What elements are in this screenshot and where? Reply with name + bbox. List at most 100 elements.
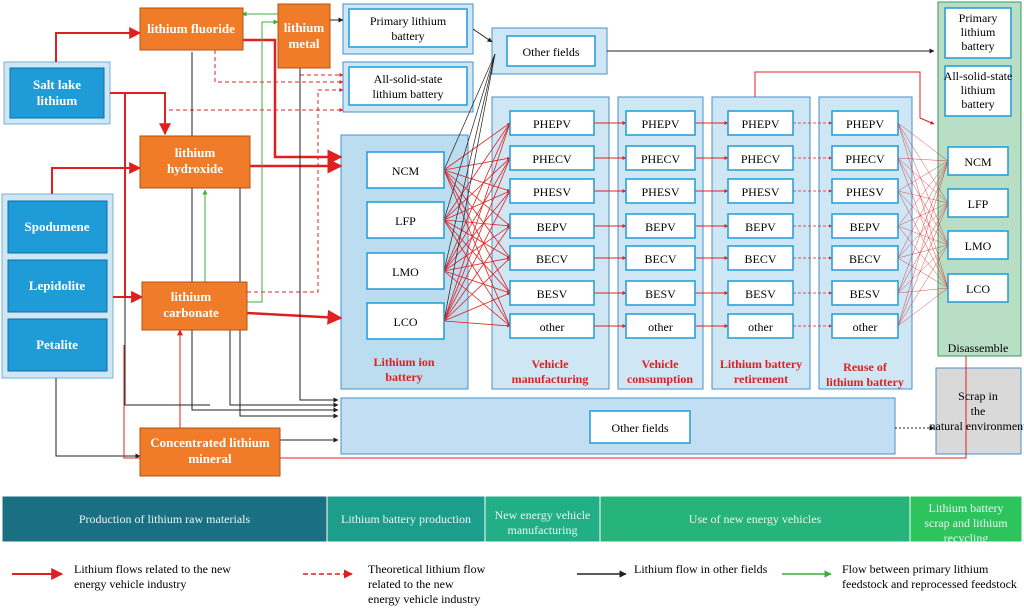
vehicle-type-box	[727, 110, 794, 136]
vehicle-type-label: PHEPV	[641, 117, 679, 131]
generated-nodes: NCM LFP LMO LCO PHEPV PHECV PHESV BEPV BECV BESV o…	[366, 110, 1009, 340]
vehicle-type-label: BECV	[644, 252, 676, 266]
mesh-link	[443, 292, 511, 322]
vehicle-type-box	[625, 110, 696, 136]
vehicle-type-label: BECV	[849, 252, 881, 266]
phase-label: Lithium battery production	[341, 512, 471, 526]
mesh-link	[443, 169, 511, 327]
vehicle-type-box	[831, 245, 899, 271]
mesh-link	[443, 225, 511, 322]
lepidolite-label: Lepidolite	[29, 278, 86, 293]
disassemble-type-box	[947, 273, 1009, 303]
vehicle-type-label: PHEPV	[741, 117, 779, 131]
reuse-link	[897, 160, 949, 327]
mesh-link	[443, 157, 511, 272]
vehicle-type-box	[509, 110, 595, 136]
vehicle-type-label: PHECV	[845, 152, 885, 166]
reuse-link	[897, 287, 949, 294]
vehicle-type-box	[625, 178, 696, 204]
reuse-link	[897, 190, 949, 204]
reuse-link	[897, 202, 949, 294]
reuse-link	[897, 287, 949, 327]
lithium-fluoride-label: lithium fluoride	[147, 21, 235, 36]
mesh-link	[443, 270, 511, 294]
mesh-link	[443, 157, 511, 221]
disassemble-type-label: NCM	[964, 155, 992, 169]
reuse-link	[897, 225, 949, 289]
vehicle-type-box	[727, 213, 794, 239]
reuse-link	[897, 122, 949, 289]
reuse-link	[897, 244, 949, 294]
mesh-link	[443, 190, 511, 221]
vehicle-type-box	[625, 145, 696, 171]
vehicle-type-label: other	[853, 320, 878, 334]
disassemble-type-label: LFP	[968, 197, 989, 211]
battery-type-label: NCM	[392, 164, 420, 178]
mesh-link	[443, 169, 511, 192]
other-fields-top-label: Other fields	[523, 45, 580, 59]
vehicle-type-box	[727, 245, 794, 271]
battery-type-box	[366, 302, 445, 340]
phase-segment	[909, 495, 1023, 543]
reuse-link	[897, 202, 949, 259]
reuse-link	[897, 122, 949, 204]
vehicle-type-box	[727, 280, 794, 306]
battery-type-label: LMO	[392, 265, 419, 279]
mesh-link	[443, 122, 511, 322]
vehicle-type-box	[509, 280, 595, 306]
battery-type-label: LFP	[395, 214, 416, 228]
reuse-link	[897, 225, 949, 246]
mesh-link	[443, 256, 511, 272]
mesh-lines	[443, 53, 949, 328]
vehicle-type-label: PHECV	[641, 152, 681, 166]
mesh-link	[443, 122, 511, 272]
vehicle-type-label: PHESV	[533, 185, 571, 199]
reuse-link	[897, 160, 949, 227]
vehicle-type-label: BEPV	[537, 220, 568, 234]
vehicle-type-label: BEPV	[645, 220, 676, 234]
reuse-link	[897, 202, 949, 327]
vehicle-type-box	[831, 280, 899, 306]
reuse-link	[897, 160, 949, 294]
battery-type-box	[366, 201, 445, 239]
reuse-link	[897, 190, 949, 246]
vehicle-type-label: PHEPV	[846, 117, 884, 131]
reuse-link	[897, 244, 949, 259]
battery-type-box	[366, 151, 445, 189]
vehicle-type-box	[831, 110, 899, 136]
mesh-link-black	[443, 53, 496, 221]
vehicle-type-box	[625, 213, 696, 239]
vehicle-type-label: BEPV	[850, 220, 881, 234]
mesh-link	[443, 157, 511, 322]
battery-type-box	[366, 252, 445, 290]
battery-type-label: LCO	[394, 315, 418, 329]
vehicle-type-box	[727, 178, 794, 204]
phase-label: Use of new energy vehicles	[689, 512, 822, 526]
vehicle-type-label: other	[748, 320, 773, 334]
vehicle-type-label: BESV	[537, 287, 568, 301]
mesh-link	[443, 122, 511, 221]
vehicle-type-box	[831, 178, 899, 204]
vehicle-type-box	[625, 245, 696, 271]
vehicle-type-box	[831, 313, 899, 339]
vehicle-type-label: BECV	[744, 252, 776, 266]
vehicle-type-box	[509, 313, 595, 339]
